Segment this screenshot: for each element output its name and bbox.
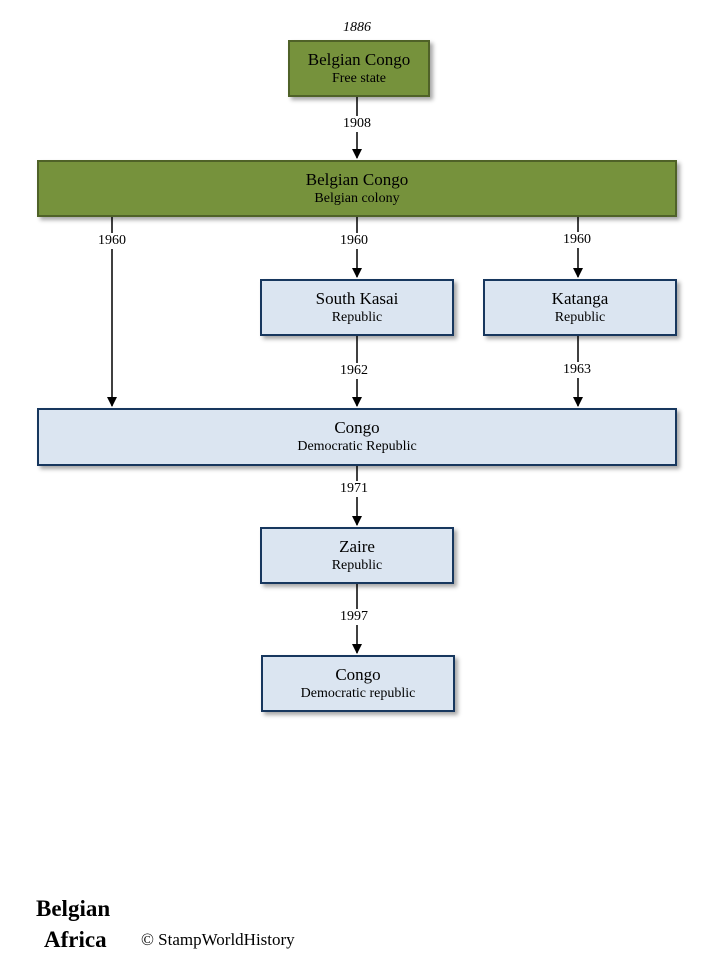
node-subtitle: Belgian colony — [314, 190, 400, 206]
node-title: Congo — [334, 418, 380, 437]
label-start-year: 1886 — [327, 20, 387, 36]
node-congo-democratic-republic: Congo Democratic Republic — [37, 408, 677, 466]
node-belgian-congo-free-state: Belgian Congo Free state — [288, 40, 430, 97]
node-title: Katanga — [551, 288, 609, 308]
label-1960-mid: 1960 — [324, 233, 384, 249]
footer-title-line1: Belgian — [36, 896, 111, 921]
node-subtitle: Republic — [331, 309, 383, 325]
footer-title-line2: Africa — [44, 927, 107, 952]
node-subtitle: Democratic Republic — [297, 439, 417, 454]
node-title: Belgian Congo — [307, 49, 411, 69]
copyright-text: © StampWorldHistory — [141, 930, 295, 949]
label-1971: 1971 — [324, 481, 384, 497]
node-south-kasai: South Kasai Republic — [260, 279, 454, 336]
node-belgian-congo-colony: Belgian Congo Belgian colony — [37, 160, 677, 217]
label-1908: 1908 — [327, 116, 387, 132]
label-1997: 1997 — [324, 609, 384, 625]
node-title: South Kasai — [315, 288, 399, 308]
node-title: Belgian Congo — [305, 169, 409, 189]
label-1963: 1963 — [547, 362, 607, 378]
node-congo-democratic-republic-1997: Congo Democratic republic — [261, 655, 455, 712]
node-title: Zaire — [339, 536, 375, 556]
label-1960-right: 1960 — [547, 232, 607, 248]
label-1962: 1962 — [324, 363, 384, 379]
label-1960-left: 1960 — [82, 233, 142, 249]
node-subtitle: Republic — [554, 309, 606, 325]
node-title: Congo — [335, 664, 381, 684]
node-zaire: Zaire Republic — [260, 527, 454, 584]
node-katanga: Katanga Republic — [483, 279, 677, 336]
node-subtitle: Democratic republic — [300, 685, 416, 701]
node-subtitle: Free state — [331, 70, 387, 86]
node-subtitle: Republic — [331, 557, 383, 573]
